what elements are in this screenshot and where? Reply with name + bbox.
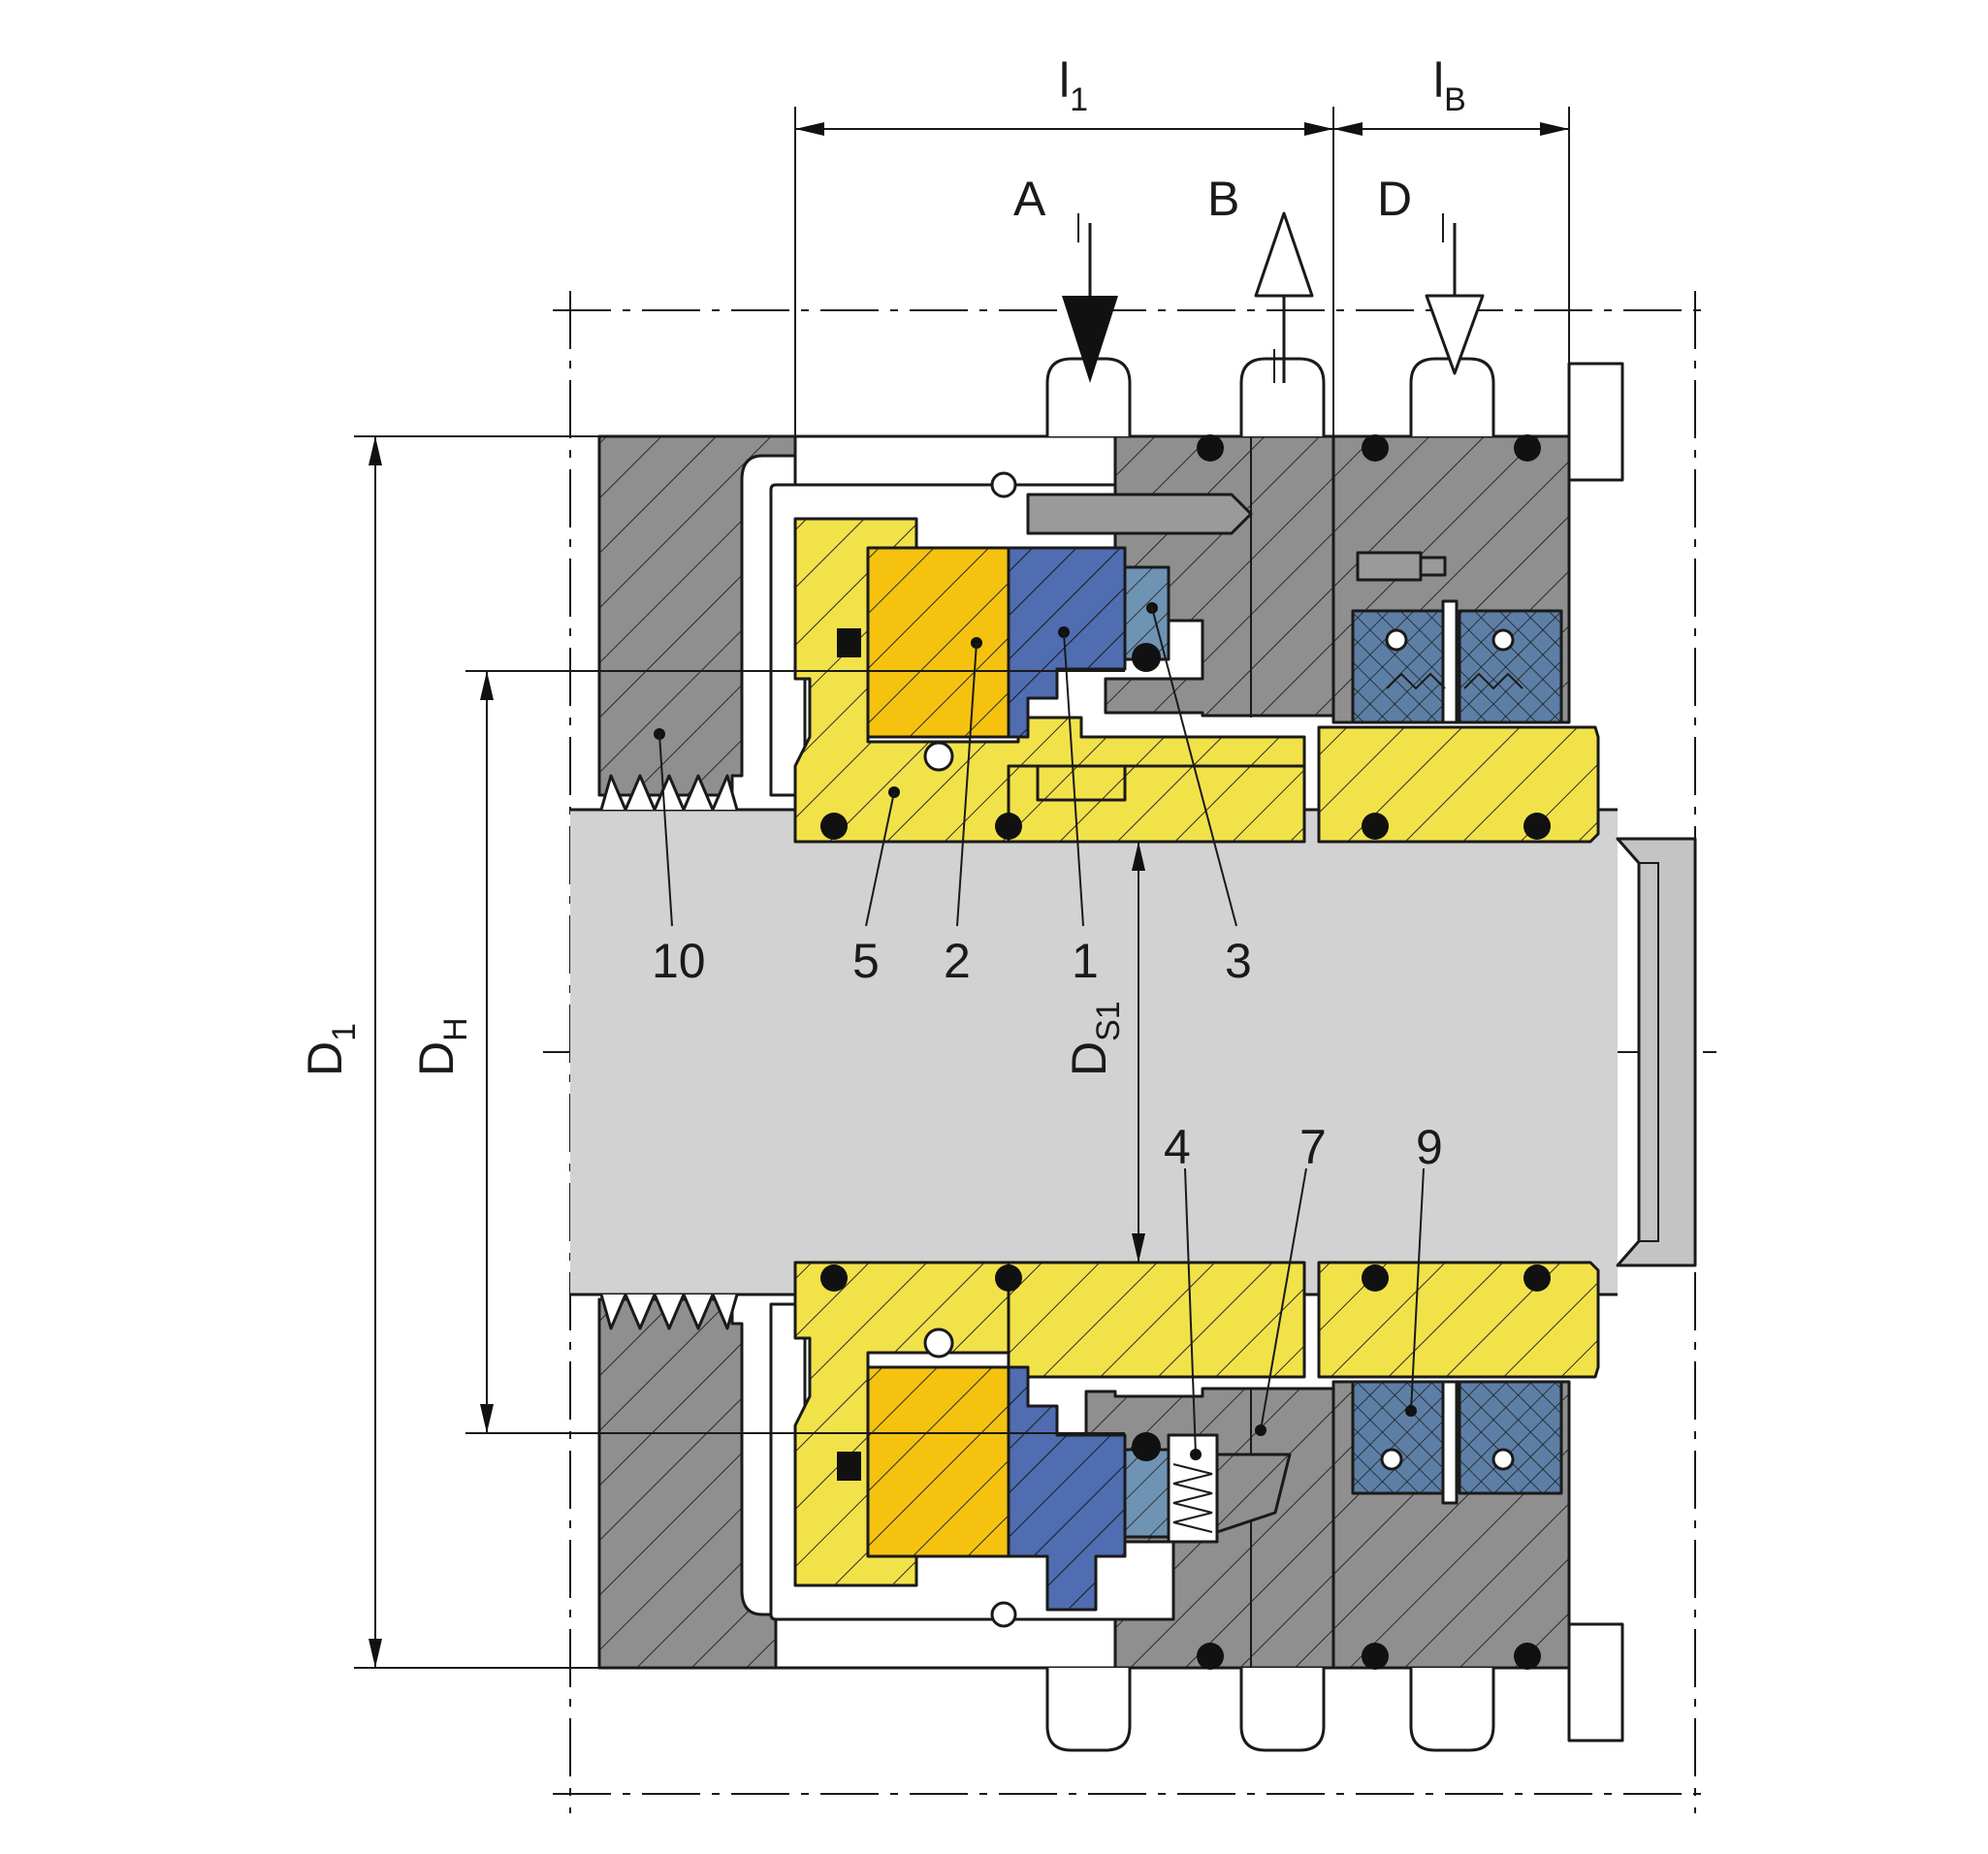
port-d-label: D — [1377, 172, 1412, 226]
part-4-label: 4 — [1164, 1120, 1191, 1174]
part-2-label: 2 — [944, 934, 971, 988]
dim-D1-label: D1 — [298, 1023, 363, 1076]
threads — [599, 774, 739, 1330]
part-7-label: 7 — [1299, 1120, 1327, 1174]
leader-lines — [654, 602, 1425, 1460]
dimension-lines — [354, 107, 1570, 1669]
part-9-label: 9 — [1416, 1120, 1443, 1174]
part-number-labels: 10 5 2 1 3 4 7 9 — [652, 934, 1443, 1174]
ports — [1045, 357, 1624, 1752]
part-3-label: 3 — [1225, 934, 1252, 988]
port-labels: A B D — [1013, 172, 1412, 226]
seal-pack — [1351, 599, 1563, 1505]
part-1-label: 1 — [1072, 934, 1099, 988]
dim-l1-label: l1 — [1059, 53, 1088, 118]
dim-DH-label: DH — [409, 1017, 474, 1076]
dim-lB-label: lB — [1433, 53, 1466, 118]
port-a-label: A — [1013, 172, 1046, 226]
flow-arrows — [1062, 211, 1485, 383]
sleeve-lower — [793, 1261, 1600, 1587]
small-o-rings — [923, 471, 1017, 1628]
port-b-label: B — [1207, 172, 1239, 226]
drive-pin — [1026, 493, 1447, 582]
part-10-label: 10 — [652, 934, 706, 988]
part-5-label: 5 — [852, 934, 880, 988]
dim-DS1-label: DS1 — [1062, 1001, 1127, 1076]
sleeve-upper — [793, 517, 1600, 844]
shaft — [570, 808, 1697, 1296]
seat-ring — [866, 546, 1010, 1558]
o-rings[interactable] — [820, 434, 1551, 1670]
dimension-labels: l1 lB D1 DH DS1 — [298, 53, 1466, 1076]
